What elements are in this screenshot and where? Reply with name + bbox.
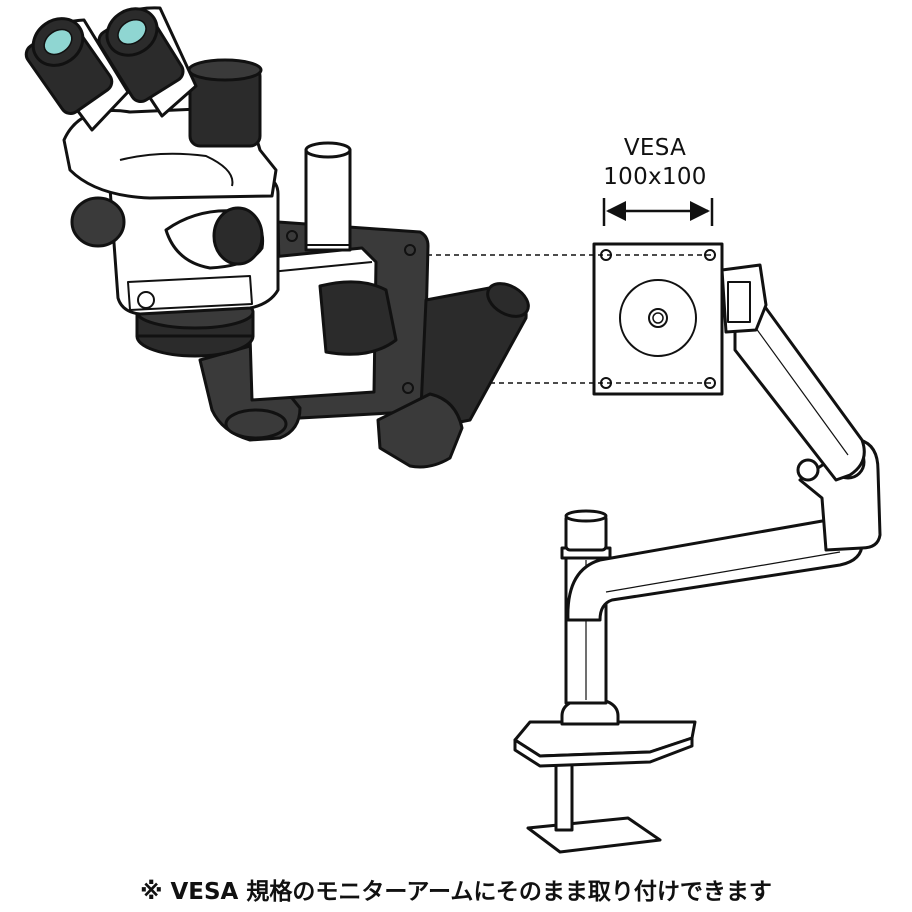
microscope	[24, 6, 530, 469]
eyepiece-lens-left	[31, 17, 85, 67]
tilt-head	[720, 263, 768, 334]
vesa-label: VESA	[623, 135, 687, 161]
microscope-head	[70, 176, 280, 316]
monitor-arm	[513, 242, 882, 854]
side-tube	[376, 282, 530, 469]
vesa-plate	[592, 242, 724, 396]
upper-arm	[733, 298, 866, 482]
caption: ※ VESA 規格のモニターアームにそのまま取り付けできます	[140, 879, 772, 905]
lower-arm	[566, 518, 864, 622]
camera-port	[304, 141, 352, 252]
rear-tube	[187, 58, 263, 148]
objective-housing	[198, 344, 302, 442]
vesa-size-label: 100x100	[603, 164, 707, 190]
desk-clamp	[513, 696, 697, 768]
eyepiece-lens-right	[105, 7, 159, 57]
clamp-screw	[526, 753, 662, 854]
